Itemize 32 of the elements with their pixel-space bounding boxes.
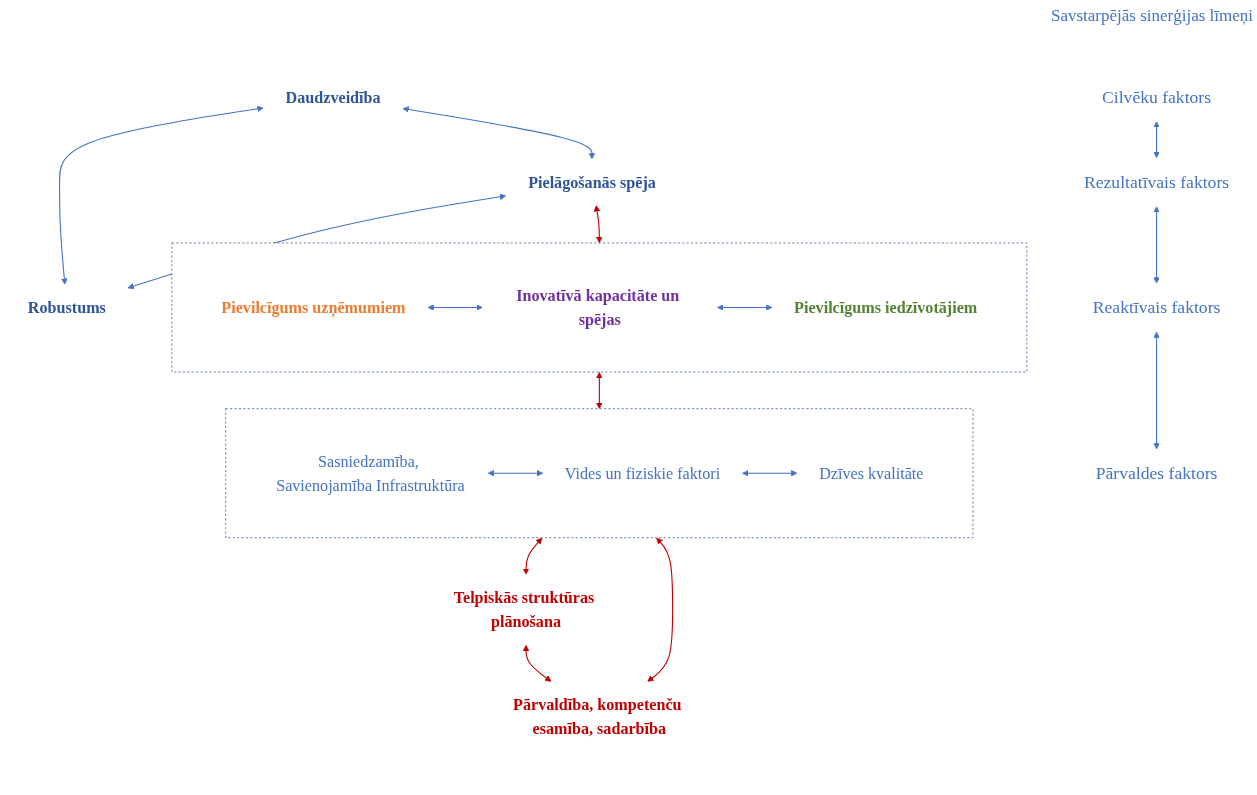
node-text: Sasniedzamība, Savienojamība Infrastruktūra [276, 451, 465, 495]
node-text: Cilvēku faktors [1102, 87, 1212, 107]
arrow [1153, 205, 1160, 284]
arrow [522, 537, 543, 575]
node-text: Pievilcīgums iedzīvotājiem [794, 297, 978, 317]
node-text: Robustums [27, 297, 106, 317]
node-text: Pārvaldība, kompetenču esamība, sadarbība [513, 695, 682, 738]
node-text: Pielāgošanās spēja [528, 172, 656, 191]
node-text: Pārvaldes faktors [1095, 463, 1218, 483]
arrow [717, 303, 773, 311]
arrow [596, 371, 603, 409]
arrow [487, 469, 544, 477]
arrow [427, 303, 483, 311]
arrow [647, 537, 674, 682]
node-text: Vides un fiziskie faktori [564, 463, 721, 483]
node-text: Reaktīvais faktors [1092, 297, 1221, 317]
node-text: Pievilcīgums uzņēmumiem [221, 297, 406, 317]
arrow [1153, 120, 1160, 158]
arrow [593, 204, 603, 243]
node-text: Rezultatīvais faktors [1083, 172, 1230, 192]
node-text: Daudzveidība [285, 87, 381, 106]
node-text: Inovatīvā kapacitāte un spējas [516, 285, 680, 329]
diagram-title: Savstarpējās sinerģijas līmeņi [1050, 6, 1253, 26]
node-text: Telpiskās struktūras plānošana [453, 587, 595, 631]
arrow [742, 469, 798, 477]
arrow [59, 105, 264, 285]
cluster [171, 242, 1028, 373]
cluster [225, 407, 974, 538]
arrow [522, 644, 552, 682]
arrow [1153, 331, 1160, 449]
arrow [402, 105, 596, 159]
node-text: Dzīves kvalitāte [819, 463, 924, 483]
